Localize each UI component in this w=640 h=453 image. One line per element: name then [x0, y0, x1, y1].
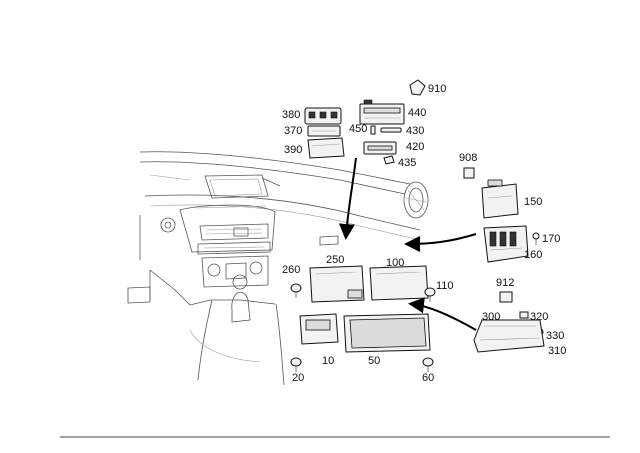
part-420-module: [363, 141, 397, 155]
callout-310: 310: [548, 345, 566, 357]
arrow-top-to-dash: [338, 157, 357, 240]
callout-300: 300: [482, 311, 500, 323]
part-100-control-unit: [369, 265, 429, 301]
callout-150: 150: [524, 196, 542, 208]
part-250-control-unit: [309, 265, 365, 303]
callout-910: 910: [428, 83, 446, 95]
callout-10: 10: [322, 355, 334, 367]
part-160-fuse-box: [483, 225, 529, 263]
arrow-right-to-dash: [404, 233, 477, 252]
callout-170: 170: [542, 233, 560, 245]
callout-330: 330: [546, 330, 564, 342]
part-320-clip: [519, 311, 529, 319]
part-50-display: [343, 313, 431, 353]
callout-908: 908: [459, 152, 477, 164]
part-60-grommet: [422, 357, 434, 372]
callout-380: 380: [282, 109, 300, 121]
callout-250: 250: [326, 254, 344, 266]
arrow-lower-right-to-dash: [408, 297, 477, 331]
callout-440: 440: [408, 107, 426, 119]
callout-420: 420: [406, 141, 424, 153]
part-450-bulb: [370, 125, 376, 135]
callout-160: 160: [524, 249, 542, 261]
part-440-radio-unit: [359, 99, 405, 125]
part-20-grommet: [290, 357, 302, 372]
callout-60: 60: [422, 372, 434, 384]
part-370-switch-panel: [307, 125, 341, 137]
part-300-310-control-unit: [473, 319, 545, 353]
part-912-connector: [499, 291, 513, 303]
part-380-control-panel: [304, 107, 342, 125]
dashboard-outline: [127, 151, 429, 386]
part-435-clip: [383, 155, 395, 165]
part-430-strip: [380, 127, 402, 133]
callout-390: 390: [284, 144, 302, 156]
part-170-screw: [532, 232, 540, 245]
callout-370: 370: [284, 125, 302, 137]
callout-912: 912: [496, 277, 514, 289]
callout-110: 110: [436, 280, 454, 292]
part-390-cover: [307, 137, 345, 159]
part-10-control-unit: [299, 313, 339, 345]
part-910-connector: [409, 79, 426, 96]
part-110-grommet: [424, 287, 436, 302]
callout-20: 20: [292, 372, 304, 384]
part-150-control-unit: [481, 179, 519, 219]
callout-260: 260: [282, 264, 300, 276]
callout-100: 100: [386, 257, 404, 269]
callout-435: 435: [398, 157, 416, 169]
callout-450: 450: [349, 123, 367, 135]
callout-50: 50: [368, 355, 380, 367]
callout-430: 430: [406, 125, 424, 137]
part-260-grommet: [290, 283, 302, 298]
callout-320: 320: [530, 311, 548, 323]
part-908-connector: [463, 167, 475, 179]
